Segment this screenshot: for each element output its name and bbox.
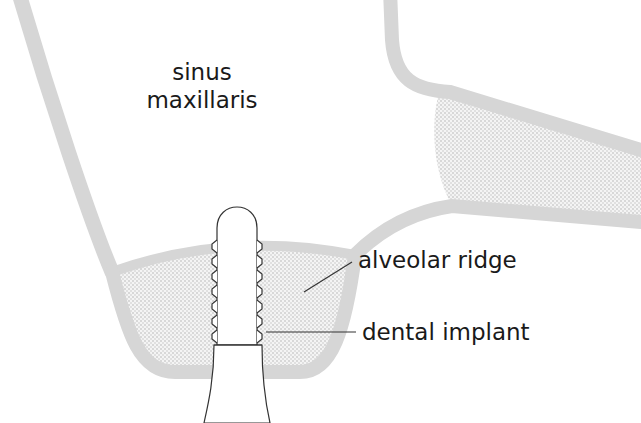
implant-thread <box>257 300 262 313</box>
part-label: alveolar ridge <box>358 246 517 274</box>
implant-thread <box>257 255 262 268</box>
implant-thread <box>212 285 217 298</box>
implant-thread <box>212 300 217 313</box>
part-label: dental implant <box>362 318 530 346</box>
sinus-lateral-wall <box>18 0 112 272</box>
implant-thread <box>212 330 217 343</box>
implant-thread <box>212 315 217 328</box>
sinus-medial-wall <box>390 0 641 150</box>
dental-implant-drawing <box>204 207 270 423</box>
implant-thread <box>212 255 217 268</box>
implant-thread <box>212 270 217 283</box>
implant-thread <box>257 285 262 298</box>
leader-line <box>266 331 356 332</box>
implant-thread <box>212 240 217 253</box>
implant-thread <box>257 330 262 343</box>
implant-thread <box>257 315 262 328</box>
leader-line <box>304 262 352 292</box>
implant-thread <box>257 240 262 253</box>
implant-thread <box>257 270 262 283</box>
part-label: sinus maxillaris <box>132 58 272 114</box>
